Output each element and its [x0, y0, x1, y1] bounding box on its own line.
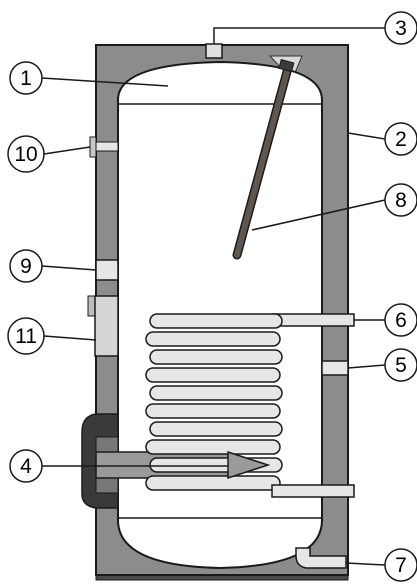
leader-line-10: [43, 146, 91, 155]
callout-3-label: 3: [395, 17, 407, 40]
callout-4-label: 4: [20, 455, 32, 478]
callout-8-label: 8: [395, 189, 407, 212]
sensor-sleeve-tube: [95, 141, 119, 152]
callout-1: 1: [9, 61, 43, 95]
coil-turn: [145, 403, 281, 419]
coil-turn: [149, 313, 283, 329]
callout-8: 8: [384, 183, 417, 217]
leader-line-3: [213, 27, 385, 44]
coil-turn: [149, 349, 283, 365]
callout-6: 6: [384, 303, 417, 337]
callout-1-label: 1: [20, 67, 32, 90]
coil-turn: [145, 475, 281, 491]
heating-coil: [145, 313, 355, 498]
leader-line-1: [41, 77, 169, 87]
leader-line-8: [251, 199, 386, 231]
callout-7: 7: [384, 548, 417, 582]
callout-11-label: 11: [15, 325, 37, 348]
side-socket: [95, 259, 119, 281]
callout-4: 4: [9, 449, 43, 483]
flange-tube-tip: [227, 450, 271, 480]
heater-socket: [94, 295, 119, 357]
callout-3: 3: [384, 11, 417, 45]
cold-water-inlet: [295, 547, 347, 569]
coil-turn: [145, 367, 281, 383]
leader-line-9: [41, 265, 97, 271]
callout-2-label: 2: [395, 128, 407, 151]
coil-turn: [145, 331, 281, 347]
callout-10: 10: [7, 135, 45, 173]
coil-turn: [145, 439, 281, 455]
leader-line-2: [347, 132, 386, 140]
callout-10-label: 10: [14, 143, 37, 166]
anode-cap: [278, 58, 295, 73]
callout-7-label: 7: [395, 554, 407, 577]
callout-5-label: 5: [395, 354, 407, 377]
coil-outlet-pipe: [271, 484, 355, 498]
coil-turn: [149, 385, 283, 401]
callout-6-label: 6: [395, 309, 407, 332]
callout-9: 9: [9, 249, 43, 283]
callout-11: 11: [7, 317, 45, 355]
callout-5: 5: [384, 348, 417, 382]
circulation-pipe: [321, 360, 349, 376]
anode-rod: [234, 65, 291, 258]
coil-turn: [149, 421, 283, 437]
callouts: 1 2 3 4 5 6 7 8: [7, 11, 417, 582]
coil-inlet-pipe: [271, 313, 355, 327]
leader-line-11: [43, 335, 97, 341]
sensor-sleeve: [89, 136, 97, 158]
top-connection: [205, 43, 223, 59]
leader-lines: [41, 27, 386, 566]
callout-9-label: 9: [20, 255, 32, 278]
callout-2: 2: [384, 122, 417, 156]
leader-line-5: [347, 364, 386, 369]
leader-line-7: [345, 562, 386, 566]
